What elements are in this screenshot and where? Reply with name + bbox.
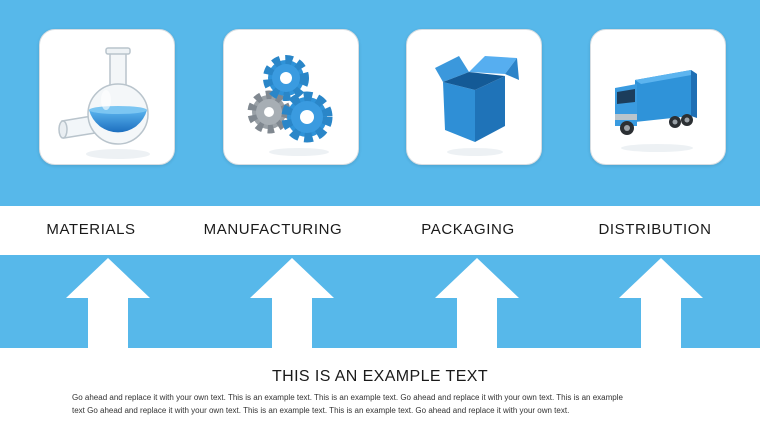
step-label-packaging: PACKAGING <box>421 221 515 238</box>
footer-title: THIS IS AN EXAMPLE TEXT <box>271 368 489 385</box>
blue-gear-bottom-icon <box>281 91 333 143</box>
packaging-card <box>406 29 542 165</box>
truck-icon <box>615 70 697 152</box>
blue-gear-top-icon <box>263 55 309 101</box>
box-icon <box>435 56 519 156</box>
flask-icon <box>58 47 150 159</box>
gears-icon <box>247 55 333 156</box>
distribution-card <box>590 29 726 165</box>
up-arrow-icon <box>66 258 150 348</box>
up-arrow-icon <box>435 258 519 348</box>
up-arrow-icon <box>250 258 334 348</box>
step-label-materials: MATERIALS <box>46 221 136 238</box>
footer-body: Go ahead and replace it with your own te… <box>72 393 623 415</box>
gray-gear-icon <box>247 90 291 134</box>
materials-card <box>39 29 175 165</box>
manufacturing-card <box>223 29 359 165</box>
step-label-manufacturing: MANUFACTURING <box>203 221 343 238</box>
up-arrow-icon <box>619 258 703 348</box>
step-label-distribution: DISTRIBUTION <box>598 221 712 238</box>
label-band <box>0 206 760 255</box>
